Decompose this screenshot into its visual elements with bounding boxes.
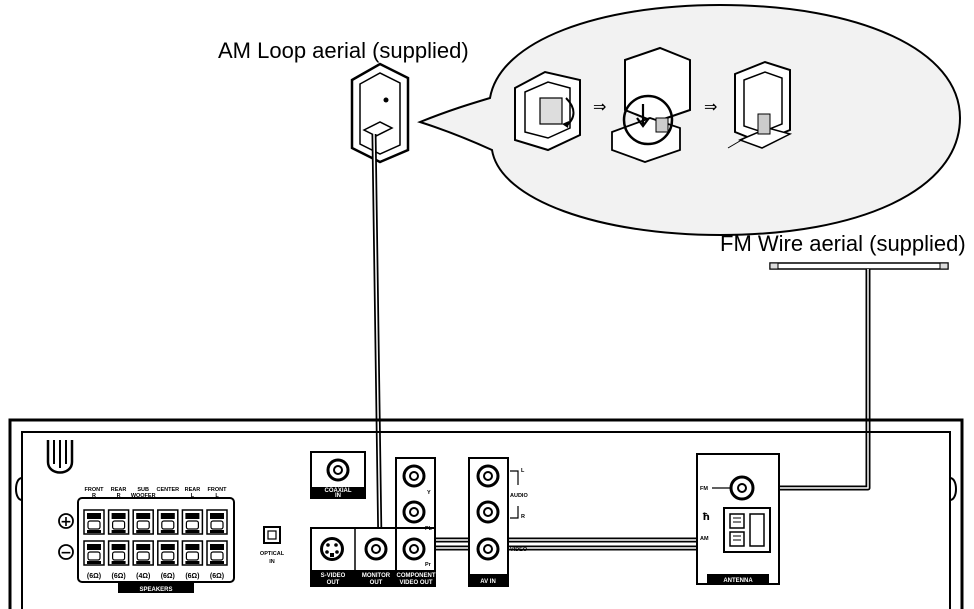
speaker-impedance: (6Ω) (161, 573, 175, 580)
power-cord-icon (46, 440, 74, 474)
assembly-step-3-icon (727, 60, 793, 149)
speaker-channel-label: REAR (185, 487, 201, 493)
arrow-right-icon: ⇒ (593, 97, 606, 116)
svg-text:MONITOR: MONITOR (362, 573, 391, 579)
arrow-right-icon: ⇒ (704, 97, 717, 116)
speaker-channel-label: CENTER (156, 487, 179, 493)
svg-text:S-VIDEO: S-VIDEO (321, 573, 346, 579)
plus-sign: + (60, 514, 72, 530)
svideo-out-jack: S-VIDEO OUT (320, 537, 346, 586)
svg-text:ANTENNA: ANTENNA (723, 578, 753, 584)
speaker-channel-label: REAR (111, 487, 127, 493)
svg-text:OPTICAL: OPTICAL (260, 551, 285, 557)
speaker-impedance: (6Ω) (185, 573, 199, 580)
svg-text:IN: IN (269, 559, 275, 565)
svg-text:FM: FM (700, 486, 708, 492)
am-assembly-bubble: ⇒ ⇒ (417, 3, 962, 237)
fm-wire-aerial (769, 262, 949, 270)
assembly-step-1-icon (514, 70, 581, 152)
speaker-impedance: (6Ω) (87, 573, 101, 580)
svg-text:VIDEO: VIDEO (510, 547, 528, 553)
svg-text:Pr: Pr (425, 562, 432, 568)
speaker-channel-label: FRONT (85, 487, 105, 493)
svg-text:OUT: OUT (327, 580, 340, 586)
svg-text:AV IN: AV IN (480, 579, 496, 585)
speaker-channel-sublabel: R (117, 493, 121, 499)
ground-icon: ħ (702, 512, 710, 523)
coaxial-in-jack: COAXIAL IN (310, 451, 366, 499)
speaker-channel-label: FRONT (208, 487, 228, 493)
optical-in-jack: OPTICAL IN (260, 526, 285, 565)
speaker-channel-sublabel: R (92, 493, 96, 499)
svg-text:Y: Y (427, 490, 431, 496)
speaker-channel-label: SUB (137, 487, 149, 493)
speaker-terminal-3: CENTER (6Ω) (156, 487, 179, 580)
svg-text:AM: AM (700, 536, 709, 542)
speakers-label: SPEAKERS (139, 587, 172, 593)
svg-text:IN: IN (335, 493, 341, 499)
svg-text:L: L (521, 468, 525, 474)
svg-text:AUDIO: AUDIO (510, 493, 528, 499)
monitor-out-jack: MONITOR OUT (362, 537, 391, 586)
fm-cable (752, 269, 871, 491)
svg-text:Pb: Pb (425, 526, 433, 532)
component-video-out-jacks: Y Pb Pr COMPONENT VIDEO OUT (397, 464, 436, 586)
speaker-channel-sublabel: L (215, 493, 219, 499)
speaker-channel-sublabel: WOOFER (131, 493, 156, 499)
am-loop-aerial (350, 62, 410, 164)
antenna-terminals: ANTENNA FM AM ħ (696, 453, 780, 585)
am-aerial-label: AM Loop aerial (supplied) (218, 38, 469, 63)
speaker-impedance: (6Ω) (210, 573, 224, 580)
svg-text:COMPONENT: COMPONENT (397, 573, 436, 579)
fm-aerial-label: FM Wire aerial (supplied) (720, 231, 966, 256)
svg-text:COAXIAL: COAXIAL (325, 488, 352, 494)
svg-text:VIDEO OUT: VIDEO OUT (399, 580, 432, 586)
speaker-channel-sublabel: L (191, 493, 195, 499)
speaker-terminals: FRONTR(6Ω)REARR(6Ω)SUBWOOFER(4Ω)CENTER(6… (58, 487, 235, 593)
speaker-impedance: (6Ω) (112, 573, 126, 580)
svg-text:R: R (521, 514, 525, 520)
minus-sign: − (60, 545, 72, 561)
receiver-rear-panel (8, 418, 964, 609)
svg-text:OUT: OUT (370, 580, 383, 586)
speaker-impedance: (4Ω) (136, 573, 150, 580)
assembly-step-2-icon (611, 46, 691, 163)
video-out-block: S-VIDEO OUT MONITOR OUT Y Pb Pr COMPONEN… (310, 457, 436, 587)
av-in-jacks: AV IN L AUDIO R VIDEO (468, 457, 528, 587)
